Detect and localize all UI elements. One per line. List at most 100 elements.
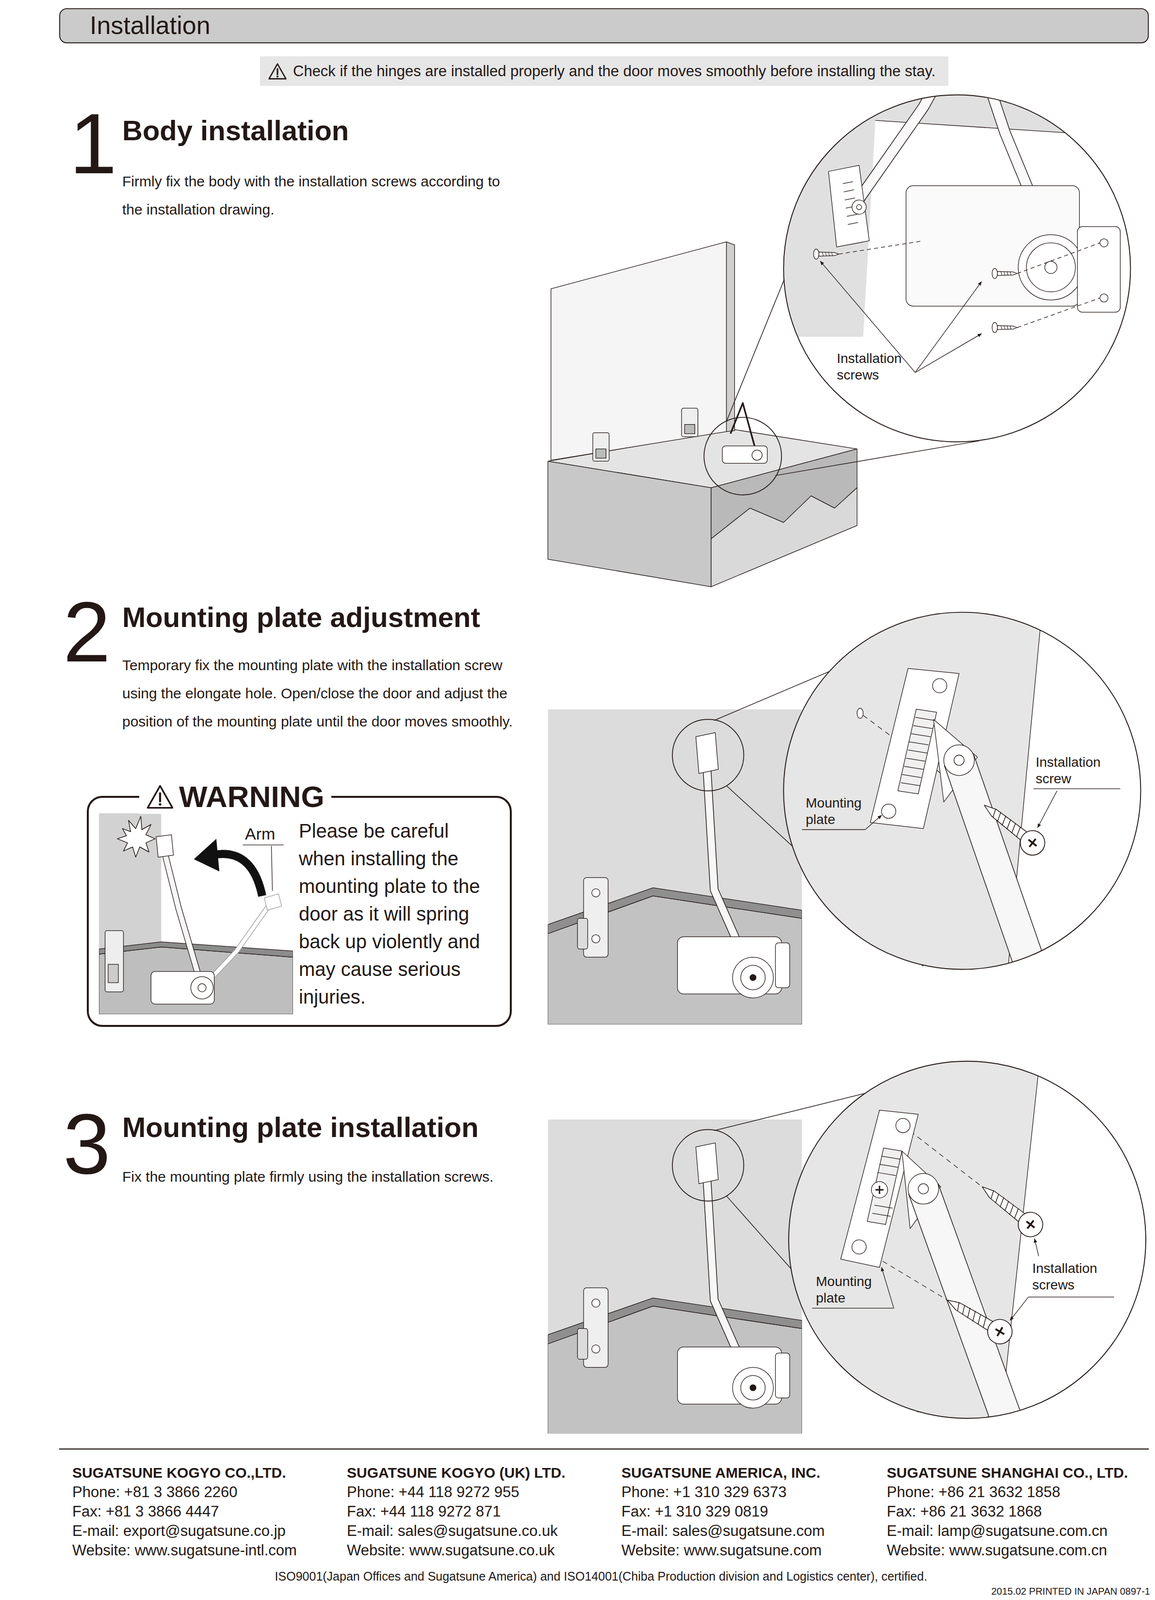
detail-view — [867, 1147, 903, 1225]
step-number: 1 — [69, 100, 117, 187]
cabinet-illustration — [726, 241, 735, 432]
step-title: Body installation — [122, 113, 349, 148]
warning-icon — [146, 783, 175, 810]
detail-view — [871, 1181, 888, 1198]
warning-icon — [276, 75, 279, 78]
contact-line: Fax: +44 118 9272 871 — [346, 1502, 501, 1520]
warning-illustration — [105, 930, 124, 992]
detail-view — [1018, 234, 1084, 301]
warning-box: WARNINGPlease be careful when installing… — [86, 795, 512, 1027]
detail-view — [788, 1060, 1146, 1418]
cabinet-illustration — [551, 241, 727, 460]
detail-view — [875, 1185, 884, 1194]
detail-view — [959, 760, 1039, 990]
leader-line — [801, 829, 865, 830]
cabinet-illustration — [595, 448, 606, 458]
detail-view — [992, 268, 1018, 279]
footer-rule — [59, 1447, 1149, 1449]
detail-view — [932, 678, 947, 693]
detail-view — [974, 1176, 1048, 1242]
warning-illustration — [98, 813, 293, 1014]
warning-illustration — [190, 976, 213, 999]
detail-view — [918, 1183, 929, 1194]
warning-illustration — [163, 846, 203, 988]
leader-line — [1009, 1296, 1029, 1320]
step-number: 3 — [63, 1100, 111, 1187]
detail-view — [783, 612, 1141, 970]
detail-view — [788, 1050, 1155, 1429]
callout-label: Installation screw — [1035, 753, 1128, 787]
detail-view — [881, 803, 896, 818]
leader-line — [1028, 1296, 1115, 1297]
leader-line — [271, 845, 273, 891]
contact-line: E-mail: sales@sugatsune.co.uk — [346, 1521, 558, 1540]
cabinet-illustration — [592, 432, 610, 462]
step-number: 2 — [63, 588, 111, 675]
contact-line: Fax: +81 3 3866 4447 — [72, 1502, 220, 1520]
cabinet-illustration — [711, 487, 858, 587]
cabinet-illustration — [684, 424, 695, 434]
cabinet-illustration — [547, 1119, 802, 1434]
warning-icon — [159, 793, 162, 802]
contact-line: Website: www.sugatsune-intl.com — [72, 1541, 297, 1559]
detail-view — [954, 754, 965, 765]
contact-line: E-mail: sales@sugatsune.com — [621, 1521, 825, 1540]
detail-view — [857, 707, 864, 718]
cabinet-illustration — [681, 407, 699, 437]
warning-illustration — [150, 971, 214, 1004]
warning-illustration — [211, 853, 262, 896]
detail-view — [775, 86, 1143, 337]
notice-text: Check if the hinges are installed proper… — [292, 61, 936, 82]
detail-view — [1017, 297, 1100, 328]
callout-label: Installation screws — [1032, 1259, 1125, 1293]
warning-icon — [269, 63, 287, 79]
leader-line — [1037, 790, 1058, 828]
leader-line — [243, 844, 284, 845]
detail-view — [1099, 238, 1108, 247]
company-name: SUGATSUNE KOGYO CO.,LTD. — [72, 1463, 287, 1481]
warning-illustration — [156, 834, 174, 857]
warning-illustration — [98, 941, 293, 958]
company-name: SUGATSUNE SHANGHAI CO., LTD. — [886, 1463, 1128, 1481]
contact-line: Fax: +86 21 3632 1868 — [886, 1502, 1042, 1520]
leader-line — [801, 788, 1121, 830]
warning-illustration — [98, 813, 293, 1014]
contact-line: Phone: +81 3 3866 2260 — [72, 1482, 238, 1501]
contact-line: Website: www.sugatsune.com.cn — [886, 1541, 1107, 1559]
header-bar — [59, 8, 1149, 43]
callout-label: Mounting plate — [815, 1272, 899, 1306]
step-title: Mounting plate installation — [122, 1109, 479, 1144]
detail-view — [897, 708, 937, 794]
contact-line: Phone: +44 118 9272 955 — [346, 1482, 520, 1501]
print-code: 2015.02 PRINTED IN JAPAN 0897-1 — [991, 1584, 1151, 1597]
warning-illustration — [117, 815, 156, 857]
leader-line — [812, 1307, 894, 1308]
detail-view — [851, 1239, 866, 1254]
detail-view — [943, 744, 975, 776]
warning-illustration — [163, 846, 203, 988]
cabinet-illustration — [751, 449, 763, 460]
leader-line — [1033, 788, 1121, 789]
step-title: Mounting plate adjustment — [122, 600, 481, 635]
certification-note: ISO9001(Japan Offices and Sugatsune Amer… — [275, 1568, 928, 1583]
step-instruction: Fix the mounting plate firmly using the … — [122, 1162, 521, 1191]
warning-illustration — [194, 838, 220, 871]
warning-icon — [267, 62, 288, 81]
detail-view — [828, 165, 870, 247]
detail-view — [906, 185, 1080, 307]
callout-label: Installation screws — [836, 350, 925, 384]
detail-view — [838, 240, 924, 254]
warning-illustration — [197, 983, 207, 992]
callout-label: Arm — [244, 824, 276, 843]
detail-view — [783, 601, 1153, 990]
detail-view — [1099, 293, 1108, 303]
contact-line: E-mail: lamp@sugatsune.com.cn — [886, 1521, 1108, 1540]
warning-icon — [147, 785, 173, 808]
detail-view — [908, 1172, 939, 1204]
leader-line — [881, 1267, 894, 1308]
cabinet-illustration — [547, 708, 802, 1025]
warning-illustration — [108, 963, 119, 983]
callout-label: Mounting plate — [805, 794, 889, 828]
cabinet-illustration — [722, 445, 768, 464]
